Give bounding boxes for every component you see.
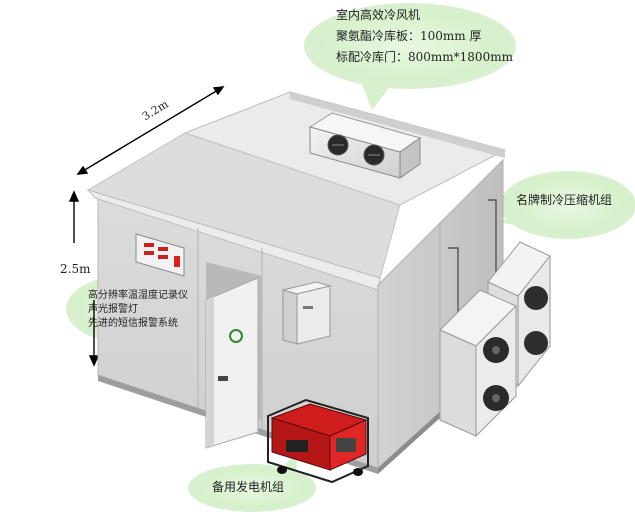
monitoring-line-1: 高分辨率温湿度记录仪 (88, 289, 188, 303)
compressor-label: 名牌制冷压缩机组 (516, 190, 612, 211)
monitoring-line-3: 先进的短信报警系统 (88, 317, 188, 331)
indoor-unit-line-3: 标配冷库门：800mm*1800mm (336, 47, 513, 68)
cold-room-door (206, 262, 262, 448)
callout-generator: 备用发电机组 (212, 477, 284, 498)
electrical-control-box (283, 282, 330, 344)
callout-compressor: 名牌制冷压缩机组 (516, 190, 612, 211)
indoor-unit-line-2: 聚氨酯冷库板：100mm 厚 (336, 26, 513, 47)
generator-label: 备用发电机组 (212, 477, 284, 498)
height-dimension-label: 2.5m (60, 262, 90, 276)
callout-monitoring: 高分辨率温湿度记录仪 声光报警灯 先进的短信报警系统 (88, 289, 188, 331)
indoor-unit-line-1: 室内高效冷风机 (336, 5, 513, 26)
monitoring-line-2: 声光报警灯 (88, 303, 188, 317)
height-dimension-line (70, 192, 98, 365)
callout-indoor-unit: 室内高效冷风机 聚氨酯冷库板：100mm 厚 标配冷库门：800mm*1800m… (336, 5, 513, 68)
